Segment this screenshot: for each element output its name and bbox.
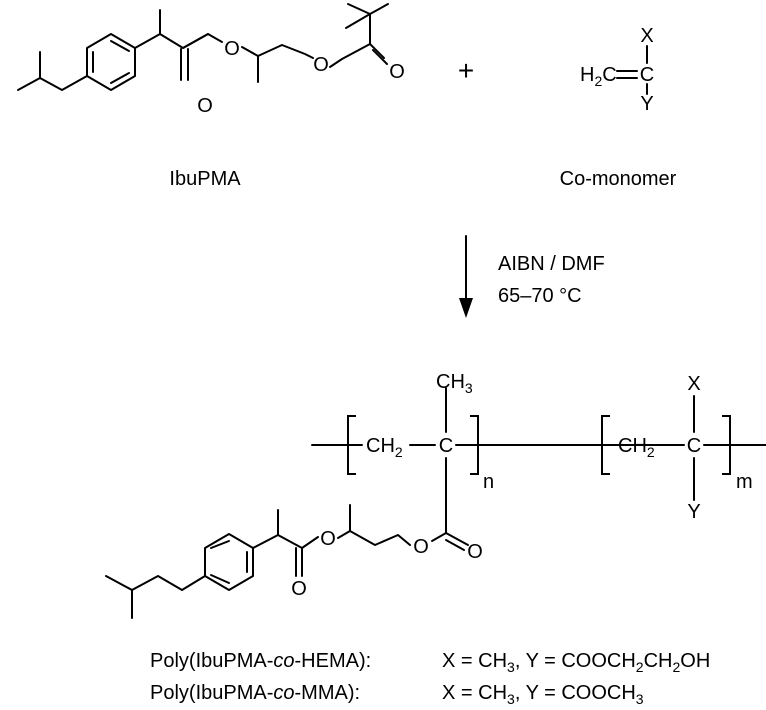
comonomer-h-sub: 2 (594, 73, 602, 89)
legend-row-mma-name: Poly(IbuPMA-co-MMA): (150, 682, 360, 704)
ibupma-carbonyl-o2: O (389, 61, 405, 83)
legend-row-hema-formula: X = CH3, Y = COOCH2CH2OH (442, 650, 710, 675)
product-carbonyl-o-a: O (467, 541, 483, 563)
product-ch2-a-sub: 2 (395, 444, 403, 460)
product-ch3: CH (436, 371, 465, 393)
comonomer-x: X (640, 25, 653, 47)
comonomer-c1: C (602, 64, 616, 86)
comonomer-y: Y (640, 93, 653, 115)
ibupma-carbonyl-o1: O (197, 95, 213, 117)
conditions-reagents: AIBN / DMF (498, 253, 605, 275)
comonomer-c2: C (640, 64, 654, 86)
reaction-arrow (459, 235, 473, 318)
conditions-temperature: 65–70 °C (498, 285, 582, 307)
copolymer-legend: Poly(IbuPMA-co-HEMA): X = CH3, Y = COOCH… (150, 650, 710, 707)
product-ester-o-b: O (320, 528, 336, 550)
repeat-m: m (736, 471, 753, 493)
svg-text:H2C: H2C (580, 64, 617, 89)
ibupma-ester-o1: O (224, 38, 240, 60)
product-ch3-sub: 3 (465, 380, 473, 396)
product-c-b: C (687, 435, 701, 457)
product-y: Y (687, 501, 700, 523)
product-x: X (687, 373, 700, 395)
legend-row-mma-formula: X = CH3, Y = COOCH3 (442, 682, 644, 707)
svg-text:CH2: CH2 (366, 435, 403, 460)
ibupma-ester-o2: O (313, 54, 329, 76)
repeat-n: n (483, 471, 494, 493)
product-ch2-b: CH (618, 435, 647, 457)
svg-text:CH2: CH2 (618, 435, 655, 460)
product-carbonyl-o-b: O (291, 578, 307, 600)
product-ch2-a: CH (366, 435, 395, 457)
comonomer-label: Co-monomer (560, 168, 677, 190)
legend-row-hema-name: Poly(IbuPMA-co-HEMA): (150, 650, 371, 672)
ibupma-structure: O O O O (17, 3, 405, 117)
comonomer-h: H (580, 64, 594, 86)
monomer-label: IbuPMA (169, 168, 241, 190)
comonomer-structure: H2C C X Y (580, 25, 654, 115)
product-ch2-b-sub: 2 (647, 444, 655, 460)
svg-text:CH3: CH3 (436, 371, 473, 396)
plus-sign: + (458, 55, 474, 86)
copolymer-structure: CH3 CH2 C n CH2 C X Y m O O O (105, 371, 766, 619)
product-ester-o-a: O (413, 536, 429, 558)
product-c-a: C (439, 435, 453, 457)
